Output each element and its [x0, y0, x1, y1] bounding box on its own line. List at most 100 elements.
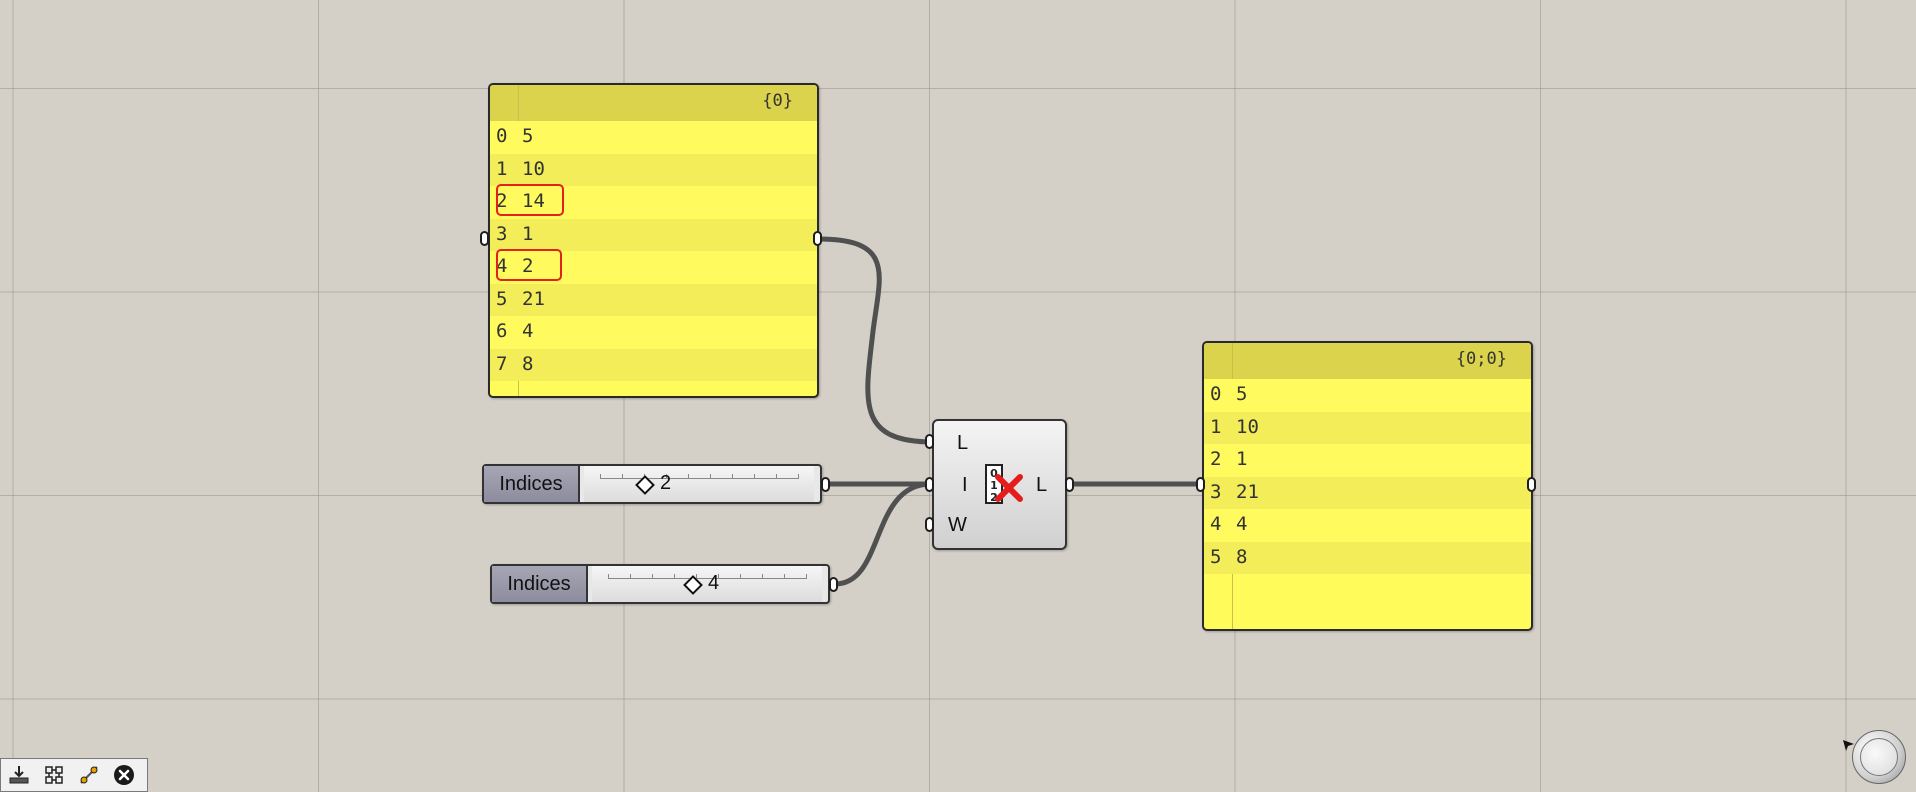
svg-text:1: 1: [990, 479, 998, 492]
input-label-I: I: [962, 474, 968, 496]
item-value: 4: [522, 320, 534, 342]
cull-index-icon: 0 1 2: [985, 464, 1023, 504]
list-item: 3 21: [1204, 476, 1531, 509]
slider-tick: [666, 474, 667, 479]
item-value: 21: [1236, 480, 1259, 503]
slider-tick: [688, 474, 689, 479]
slider-value: 4: [708, 572, 720, 594]
panel-path: {0}: [762, 91, 793, 111]
slider-tick: [652, 574, 653, 579]
slider-tick: [630, 574, 631, 579]
wire-slider-bottom-to-I: [834, 481, 932, 587]
slider-tick: [754, 474, 755, 479]
slider-label: Indices: [492, 566, 588, 602]
panel-header: {0;0}: [1204, 343, 1531, 379]
slider-bottom-out-port[interactable]: [829, 577, 838, 592]
item-index: 3: [496, 222, 508, 245]
item-index: 6: [496, 320, 508, 342]
preview-wire-icon: [80, 766, 98, 784]
item-value: 21: [522, 287, 545, 310]
input-panel-out-port[interactable]: [813, 231, 822, 246]
slider-tick: [696, 574, 697, 579]
disable-button[interactable]: [110, 762, 138, 788]
component-output-port-L[interactable]: [1065, 477, 1074, 492]
item-value: 14: [522, 190, 545, 212]
slider-tick: [608, 574, 609, 579]
slider-tick: [798, 474, 799, 479]
item-index: 1: [496, 157, 508, 180]
item-index: 2: [496, 190, 508, 212]
navigation-compass-icon[interactable]: [1852, 730, 1906, 784]
item-value: 5: [1236, 383, 1248, 405]
item-value: 1: [522, 222, 534, 245]
item-value: 4: [1236, 513, 1248, 535]
output-panel-out-port[interactable]: [1527, 477, 1536, 492]
slider-tick: [600, 474, 601, 479]
slider-tick: [776, 474, 777, 479]
slider-label: Indices: [484, 466, 580, 502]
nav-arrow-icon: [1843, 740, 1854, 751]
item-index: 4: [1210, 513, 1222, 535]
slider-rail: [600, 478, 798, 479]
item-index: 4: [496, 255, 508, 277]
bake-button[interactable]: [5, 762, 33, 788]
item-index: 5: [496, 287, 508, 310]
output-label-L: L: [1036, 474, 1048, 496]
indices-slider-bottom[interactable]: Indices 4: [490, 564, 830, 604]
item-index: 0: [496, 125, 508, 147]
component-input-port-W[interactable]: [925, 517, 934, 532]
disable-icon: [114, 765, 134, 785]
indices-slider-top[interactable]: Indices 2: [482, 464, 822, 504]
input-label-W: W: [948, 514, 967, 536]
item-value: 2: [522, 255, 534, 277]
slider-tick: [674, 574, 675, 579]
slider-top-out-port[interactable]: [821, 477, 830, 492]
slider-rail: [608, 578, 806, 579]
item-value: 5: [522, 125, 534, 147]
item-index: 5: [1210, 545, 1222, 568]
item-index: 2: [1210, 448, 1222, 470]
canvas-toolbar: [0, 758, 148, 792]
slider-tick: [762, 574, 763, 579]
navigation-compass-inner: [1860, 738, 1898, 776]
component-input-port-L[interactable]: [925, 434, 934, 449]
cull-index-component[interactable]: L I W L 0 1 2: [932, 419, 1067, 550]
preview-wire-button[interactable]: [75, 762, 103, 788]
wire-panel-to-L: [818, 236, 934, 445]
output-panel-in-port[interactable]: [1196, 477, 1205, 492]
slider-track[interactable]: 2: [584, 466, 814, 502]
slider-track[interactable]: 4: [592, 566, 822, 602]
panel-header: {0}: [490, 85, 817, 121]
slider-tick: [732, 474, 733, 479]
input-panel-in-port[interactable]: [480, 231, 489, 246]
bake-icon: [9, 766, 29, 784]
slider-tick: [718, 574, 719, 579]
component-input-port-I[interactable]: [925, 477, 934, 492]
list-item: 1 10: [490, 153, 817, 186]
item-value: 10: [522, 157, 545, 180]
slider-tick: [710, 474, 711, 479]
item-index: 1: [1210, 415, 1222, 438]
slider-tick: [784, 574, 785, 579]
slider-value: 2: [660, 472, 672, 494]
item-value: 1: [1236, 448, 1248, 470]
cluster-icon: [45, 766, 63, 784]
slider-tick: [740, 574, 741, 579]
item-index: 3: [1210, 480, 1222, 503]
cluster-button[interactable]: [40, 762, 68, 788]
item-index: 0: [1210, 383, 1222, 405]
